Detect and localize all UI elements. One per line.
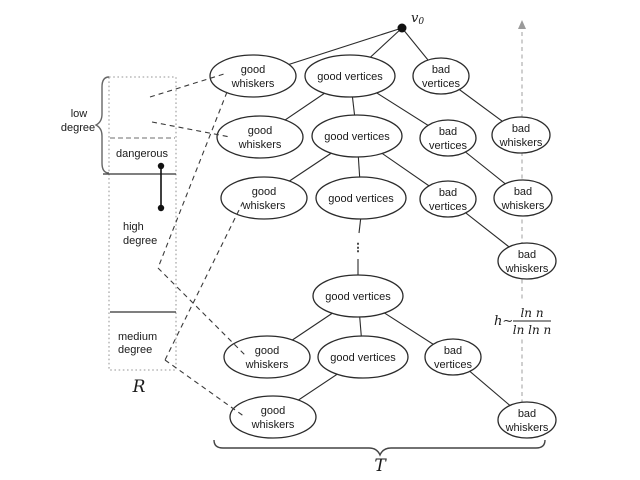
- node-ellipse-gv4: [312, 274, 404, 318]
- node-label-bw2-line2: whiskers: [499, 137, 543, 149]
- low-degree-label-line2: degree: [61, 122, 95, 134]
- node-ellipse-gv5: [317, 335, 409, 379]
- pointer-low-degree-band-to-gw1: [149, 73, 225, 98]
- pointer-gw1-to-high-degree-band: [157, 91, 228, 269]
- node-ellipse-gw3: [220, 176, 308, 220]
- high-degree-label-line1: high: [123, 221, 144, 233]
- node-label-bw2-line1: bad: [512, 123, 530, 135]
- root-vertex-dot: [397, 23, 407, 33]
- node-label-gw6-line1: good: [261, 405, 285, 417]
- medium-degree-label-line2: degree: [118, 344, 152, 356]
- node-label-bw6-line1: bad: [518, 408, 536, 420]
- node-label-gw2-line2: whiskers: [238, 139, 282, 151]
- node-label-bv1-line2: vertices: [422, 78, 460, 90]
- formula-lhs: h∼: [494, 314, 513, 329]
- node-label-gv3: good vertices: [328, 193, 394, 205]
- node-label-bv1-line1: bad: [432, 64, 450, 76]
- node-label-bv3-line2: vertices: [429, 201, 467, 213]
- node-label-gw1-line1: good: [241, 64, 265, 76]
- node-label-gv5: good vertices: [330, 352, 396, 364]
- node-label-bv3-line1: bad: [439, 187, 457, 199]
- node-ellipse-bw3: [493, 179, 553, 217]
- pointer-high-degree-band-to-gw5: [157, 267, 247, 357]
- node-label-gw5-line1: good: [255, 345, 279, 357]
- node-ellipse-bv3: [419, 180, 477, 218]
- node-ellipse-bv1: [412, 57, 470, 95]
- pointer-gw3-to-medium-degree-band: [164, 201, 244, 361]
- node-ellipse-gw1: [209, 54, 297, 98]
- threshold-bottom-dot: [157, 204, 165, 212]
- node-label-gw2-line1: good: [248, 125, 272, 137]
- node-label-gv2: good vertices: [324, 131, 390, 143]
- formula-denominator: ln ln n: [513, 323, 552, 337]
- tree-underbrace: [213, 439, 546, 457]
- formula-numerator: ln n: [520, 306, 543, 320]
- node-label-bw6-line2: whiskers: [505, 422, 549, 434]
- node-ellipse-bv5: [424, 338, 482, 376]
- tree-T-script-label: T: [374, 456, 387, 476]
- region-R-script-label: R: [132, 377, 146, 397]
- node-ellipse-bw6: [497, 401, 557, 439]
- high-degree-label-line2: degree: [123, 235, 157, 247]
- vertical-ellipsis: ⋮: [353, 242, 364, 254]
- medium-degree-label-line1: medium: [118, 331, 157, 343]
- node-ellipse-bw2: [491, 116, 551, 154]
- node-ellipse-gw6: [229, 395, 317, 439]
- node-label-bw4-line1: bad: [518, 249, 536, 261]
- node-ellipse-bw4: [497, 242, 557, 280]
- dangerous-label: dangerous: [116, 148, 168, 160]
- node-label-gw5-line2: whiskers: [245, 359, 289, 371]
- low-degree-label-line1: low: [71, 108, 88, 120]
- node-label-gw1-line2: whiskers: [231, 78, 275, 90]
- node-label-gw3-line1: good: [252, 186, 276, 198]
- node-label-bv2-line2: vertices: [429, 140, 467, 152]
- node-label-gw3-line2: whiskers: [242, 200, 286, 212]
- node-label-bw4-line2: whiskers: [505, 263, 549, 275]
- pointer-low-degree-band-to-gw2: [151, 121, 231, 138]
- node-label-gv4: good vertices: [325, 291, 391, 303]
- node-label-gw6-line2: whiskers: [251, 419, 295, 431]
- node-label-gv1: good vertices: [317, 71, 383, 83]
- root-label: v0: [411, 11, 424, 27]
- node-ellipse-gv3: [315, 176, 407, 220]
- low-degree-brace: [94, 76, 110, 174]
- node-label-bv2-line1: bad: [439, 126, 457, 138]
- node-ellipse-gv1: [304, 54, 396, 98]
- node-label-bv5-line2: vertices: [434, 359, 472, 371]
- threshold-top-dot: [157, 162, 165, 170]
- node-ellipse-gv2: [311, 114, 403, 158]
- node-label-bw3-line1: bad: [514, 186, 532, 198]
- up-arrow-icon: [518, 20, 526, 29]
- node-label-bv5-line1: bad: [444, 345, 462, 357]
- pointer-medium-degree-band-to-gw6: [164, 359, 246, 418]
- node-ellipse-gw5: [223, 335, 311, 379]
- node-label-bw3-line2: whiskers: [501, 200, 545, 212]
- node-ellipse-bv2: [419, 119, 477, 157]
- node-ellipse-gw2: [216, 115, 304, 159]
